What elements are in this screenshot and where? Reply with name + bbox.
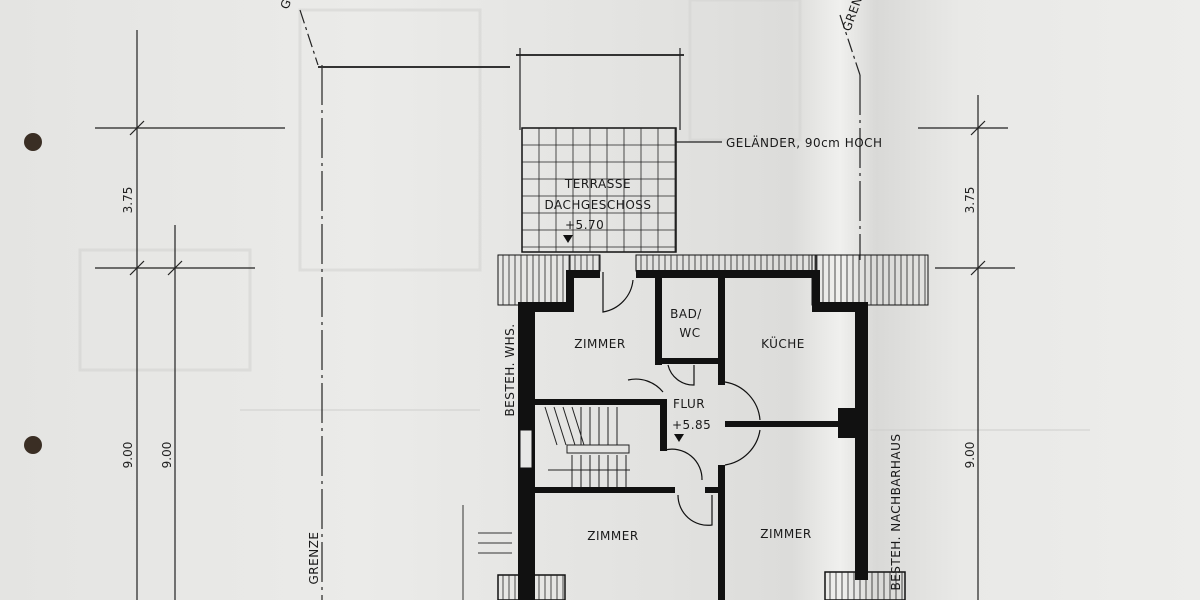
level-marker-icon	[563, 235, 573, 243]
room-label-bath-line1: BAD/	[670, 307, 702, 321]
room-label-hall: FLUR	[673, 397, 705, 411]
hatch-outline	[811, 254, 929, 306]
room-label-kitchen: KÜCHE	[761, 335, 805, 351]
boundary-lines	[299, 9, 861, 600]
staircase	[544, 406, 630, 487]
terrace-title: TERRASSE	[564, 177, 631, 191]
punch-hole-bottom	[24, 436, 42, 454]
boundary-label-top-left: GR	[278, 0, 298, 11]
room-label-zimmer-top: ZIMMER	[574, 337, 625, 351]
punch-hole-top	[24, 133, 42, 151]
dimension-right-lower: 9.00	[963, 442, 977, 469]
stair-landing	[566, 444, 630, 454]
right-dimension-lines	[918, 95, 1015, 600]
dimension-left-lower-inner: 9.00	[160, 442, 174, 469]
stair-tread	[553, 406, 567, 446]
outside-steps	[462, 505, 512, 600]
room-label-bath-line2: WC	[679, 326, 700, 340]
room-label-zimmer-bottom-left: ZIMMER	[587, 529, 638, 543]
hall-level: +5.85	[672, 418, 711, 432]
boundary-label-left: GRENZE	[307, 532, 321, 585]
railing-label: GELÄNDER, 90cm HOCH	[726, 135, 883, 150]
stair-tread	[544, 406, 558, 446]
existing-house-left-label: BESTEH. WHS.	[503, 323, 517, 416]
dimension-left-upper: 3.75	[121, 187, 135, 214]
terrace-level: +5.70	[565, 218, 604, 232]
walls	[518, 270, 868, 600]
boundary-label-top-right: GRENZE	[840, 0, 871, 33]
left-dimension-lines	[95, 30, 285, 600]
level-marker-icon	[674, 434, 684, 442]
dimension-left-lower: 9.00	[121, 442, 135, 469]
terrace-outline	[521, 127, 677, 253]
hatch-outline	[569, 254, 601, 272]
show-through-drawing	[78, 0, 1090, 431]
terrace	[521, 127, 677, 253]
room-label-zimmer-bottom-right: ZIMMER	[760, 527, 811, 541]
door-swings	[602, 272, 761, 526]
dimension-right-upper: 3.75	[963, 187, 977, 214]
existing-house-right-label: BESTEH. NACHBARHAUS	[889, 433, 903, 590]
stair-tread	[562, 406, 576, 446]
stair-tread	[571, 406, 585, 446]
hatch-outline	[635, 254, 817, 272]
terrace-subtitle: DACHGESCHOSS	[544, 198, 651, 212]
